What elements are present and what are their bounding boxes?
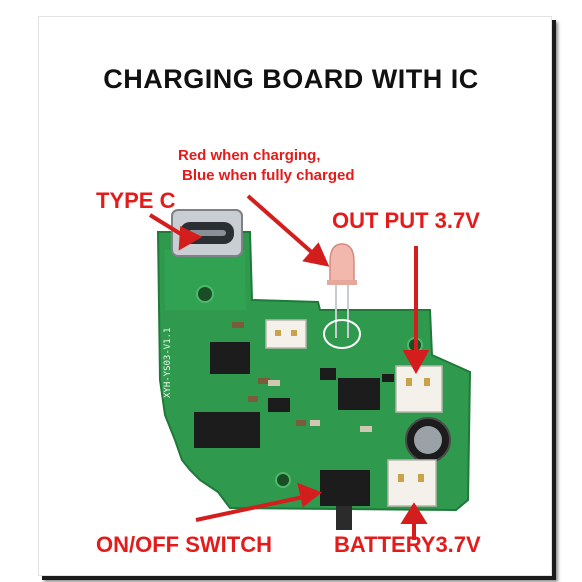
mounting-hole (196, 285, 214, 303)
led-note-line-2: Blue when fully charged (182, 167, 355, 184)
arrow-type-c (148, 213, 186, 238)
led-note: Red when charging, Blue when fully charg… (178, 146, 355, 186)
ic-chip (338, 378, 380, 410)
arrow-led (246, 194, 318, 258)
switch-label: ON/OFF SWITCH (96, 532, 272, 557)
board-model-marking: XYH-YS03-V1.1 (163, 328, 173, 398)
battery-connector (387, 459, 437, 507)
connector-small (265, 319, 307, 349)
on-off-switch (320, 470, 370, 506)
page-title: CHARGING BOARD WITH IC (103, 64, 479, 94)
mounting-hole (275, 472, 291, 488)
led-note-line-1: Red when charging, (178, 147, 321, 164)
type-c-label: TYPE C (96, 188, 176, 213)
output-label: OUT PUT 3.7V (332, 208, 480, 233)
arrow-switch (195, 494, 309, 522)
led (329, 243, 355, 283)
ic-chip (210, 342, 250, 374)
battery-label: BATTERY3.7V (334, 532, 481, 557)
output-connector (395, 365, 443, 413)
ic-chip (194, 412, 260, 448)
